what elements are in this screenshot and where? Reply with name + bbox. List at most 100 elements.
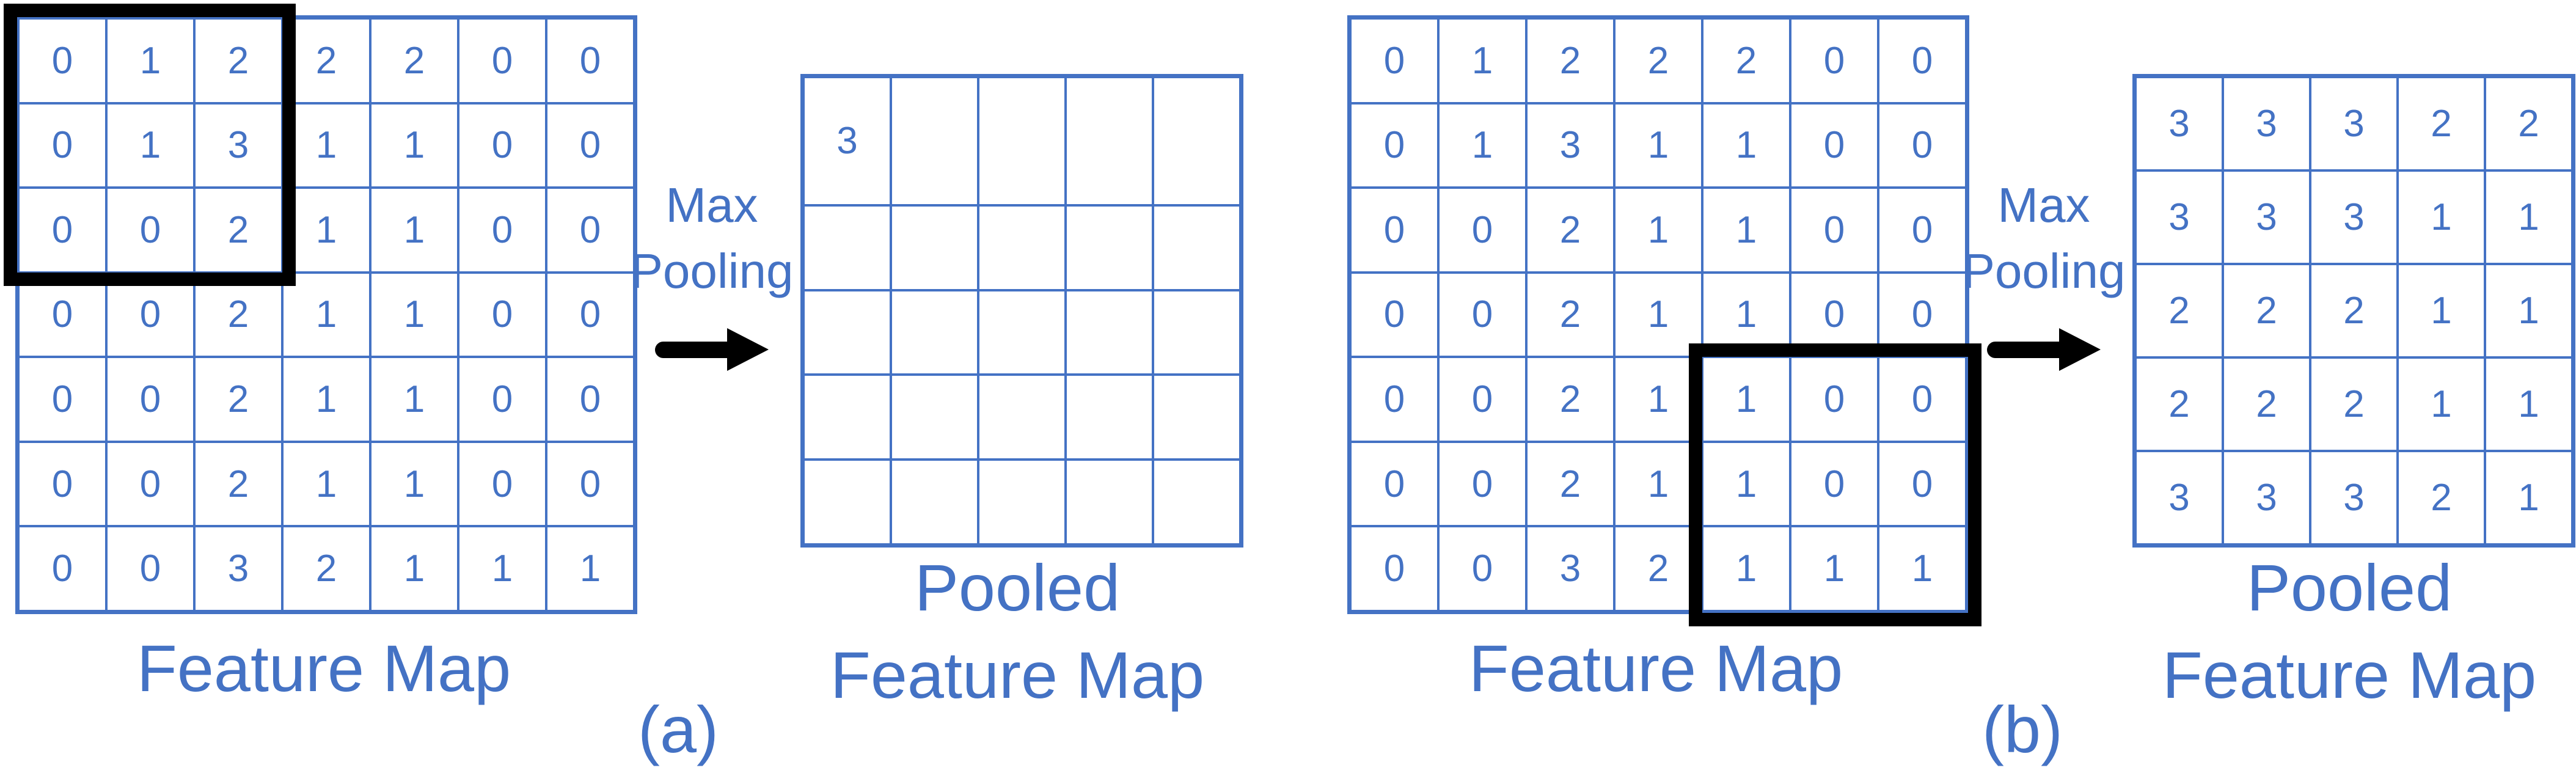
grid-cell: 0: [1878, 103, 1966, 188]
grid-cell: 0: [546, 188, 634, 273]
grid-cell: [891, 460, 978, 544]
grid-cell: 0: [1350, 18, 1438, 103]
grid-cell: 1: [1614, 272, 1702, 357]
grid-cell: [1153, 77, 1240, 205]
grid-cell: [803, 460, 891, 544]
grid-cell: 1: [282, 357, 370, 442]
grid-cell: 2: [2485, 77, 2572, 170]
grid-cell: 0: [458, 188, 546, 273]
grid-cell: 2: [1526, 441, 1614, 527]
grid-cell: 1: [370, 441, 458, 527]
grid-cell: 1: [1438, 103, 1526, 188]
grid-cell: 0: [1438, 188, 1526, 273]
grid-cell: 0: [1350, 103, 1438, 188]
grid-cell: 2: [2398, 451, 2485, 544]
grid-cell: 2: [1526, 188, 1614, 273]
grid-cell: 0: [1790, 272, 1878, 357]
grid-cell: 0: [458, 357, 546, 442]
grid-cell: 0: [18, 188, 106, 273]
grid-cell: 0: [1350, 441, 1438, 527]
grid-cell: 0: [18, 526, 106, 611]
grid-cell: 0: [106, 526, 194, 611]
grid-cell: 0: [546, 441, 634, 527]
grid-cell: 0: [1350, 188, 1438, 273]
grid-cell: [978, 290, 1066, 375]
grid-cell: 1: [1702, 188, 1790, 273]
grid-cell: 3: [1526, 103, 1614, 188]
grid-cell: 1: [2398, 264, 2485, 357]
grid-cell: [1066, 205, 1153, 290]
grid-cell: 1: [2485, 357, 2572, 451]
pooled-caption-line2: Feature Map: [830, 638, 1205, 712]
grid-cell: 0: [1438, 526, 1526, 611]
grid-cell: 1: [2485, 264, 2572, 357]
grid-cell: 1: [370, 272, 458, 357]
grid-cell: 2: [1526, 18, 1614, 103]
grid-cell: 3: [2135, 170, 2223, 264]
pooled-caption-line2: Feature Map: [2162, 638, 2537, 712]
grid-cell: [978, 77, 1066, 205]
grid-cell: 1: [1702, 357, 1790, 442]
grid-cell: 2: [2135, 357, 2223, 451]
grid-cell: 3: [2223, 170, 2310, 264]
grid-cell: [891, 375, 978, 460]
pooled-caption-line1: Pooled: [2246, 551, 2453, 625]
grid-cell: 0: [458, 441, 546, 527]
grid-cell: 1: [370, 103, 458, 188]
grid-cell: 3: [2310, 77, 2398, 170]
grid-cell: 1: [1702, 526, 1790, 611]
grid-cell: 2: [2310, 357, 2398, 451]
grid-cell: 0: [458, 103, 546, 188]
grid-cell: [1066, 77, 1153, 205]
grid-cell: 0: [1878, 441, 1966, 527]
grid-cell: 3: [1526, 526, 1614, 611]
grid-cell: 3: [2223, 451, 2310, 544]
grid-cell: [1066, 460, 1153, 544]
arrow-right-icon-a: [655, 328, 769, 371]
grid-cell: 1: [1878, 526, 1966, 611]
grid-cell: 1: [1702, 441, 1790, 527]
grid-cell: 0: [546, 272, 634, 357]
feature-map-caption-a: Feature Map: [136, 631, 511, 705]
grid-cell: 2: [2310, 264, 2398, 357]
grid-cell: 0: [106, 441, 194, 527]
pooled-map-grid-a: 3: [800, 74, 1243, 548]
pooling-window-b: [1689, 343, 1981, 626]
grid-cell: 1: [106, 18, 194, 103]
grid-cell: 1: [282, 103, 370, 188]
grid-cell: 0: [546, 103, 634, 188]
grid-cell: 2: [194, 357, 282, 442]
grid-cell: [1153, 290, 1240, 375]
panel-b-label: (b): [1982, 692, 2063, 766]
grid-cell: [891, 290, 978, 375]
grid-cell: 2: [1526, 272, 1614, 357]
grid-cell: 2: [2135, 264, 2223, 357]
grid-cell: 3: [194, 526, 282, 611]
grid-cell: 0: [1878, 357, 1966, 442]
grid-cell: 1: [1438, 18, 1526, 103]
grid-cell: 0: [18, 103, 106, 188]
grid-cell: 0: [106, 357, 194, 442]
grid-cell: [1153, 205, 1240, 290]
grid-cell: 2: [2398, 77, 2485, 170]
grid-cell: [1066, 290, 1153, 375]
grid-cell: [1153, 460, 1240, 544]
grid-cell: 2: [370, 18, 458, 103]
grid-cell: [1066, 375, 1153, 460]
grid-cell: 0: [18, 357, 106, 442]
grid-cell: 1: [546, 526, 634, 611]
grid-cell: 2: [1614, 18, 1702, 103]
grid-cell: 3: [2223, 77, 2310, 170]
grid-cell: 2: [194, 188, 282, 273]
grid-cell: 2: [194, 441, 282, 527]
grid-cell: 3: [803, 77, 891, 205]
grid-cell: 0: [1438, 357, 1526, 442]
grid-cell: 0: [546, 18, 634, 103]
max-pooling-label-line1: Max: [665, 178, 758, 232]
grid-cell: 0: [1790, 103, 1878, 188]
